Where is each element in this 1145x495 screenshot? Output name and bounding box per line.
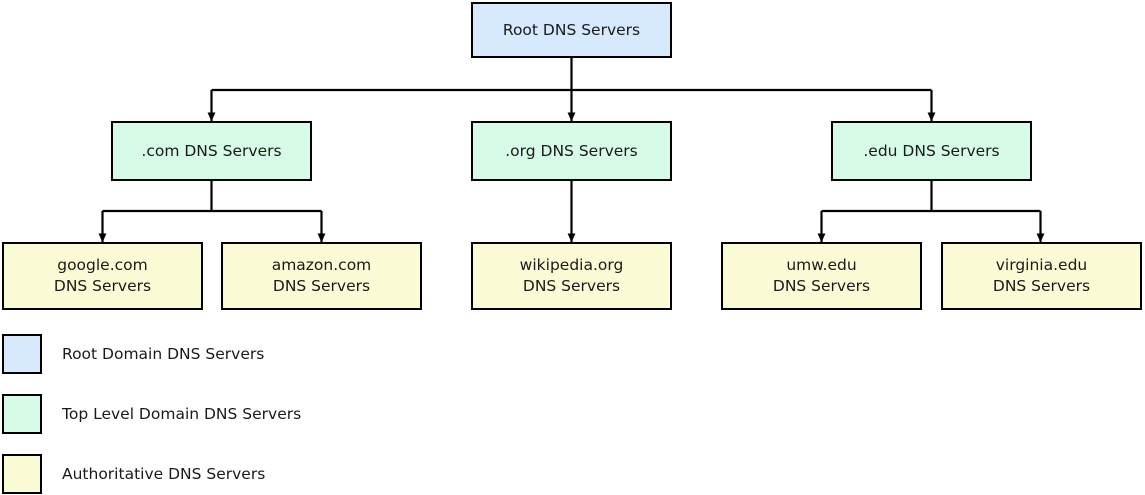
node-wikipedia-org-sublabel: DNS Servers (522, 277, 621, 295)
node-org-label: .org DNS Servers (505, 141, 638, 160)
node-wikipedia-org-dns-servers[interactable]: wikipedia.org DNS Servers (471, 242, 672, 310)
node-amazon-com-name: amazon.com (271, 256, 372, 275)
node-edu-dns-servers[interactable]: .edu DNS Servers (831, 121, 1032, 181)
node-google-com-dns-servers[interactable]: google.com DNS Servers (2, 242, 203, 310)
legend-label-authoritative: Authoritative DNS Servers (62, 465, 266, 483)
node-wikipedia-org-name: wikipedia.org (519, 256, 624, 275)
node-umw-edu-name: umw.edu (786, 256, 857, 275)
node-root-dns-servers[interactable]: Root DNS Servers (471, 2, 672, 58)
node-google-com-sublabel: DNS Servers (53, 277, 152, 295)
node-org-dns-servers[interactable]: .org DNS Servers (471, 121, 672, 181)
legend-label-root: Root Domain DNS Servers (62, 345, 265, 363)
legend-swatch-tld (2, 394, 42, 434)
node-edu-label: .edu DNS Servers (863, 141, 1000, 160)
node-umw-edu-dns-servers[interactable]: umw.edu DNS Servers (721, 242, 922, 310)
node-umw-edu-sublabel: DNS Servers (772, 277, 871, 295)
node-root-label: Root DNS Servers (502, 20, 641, 39)
node-google-com-name: google.com (57, 256, 148, 275)
node-virginia-edu-dns-servers[interactable]: virginia.edu DNS Servers (941, 242, 1142, 310)
node-virginia-edu-sublabel: DNS Servers (992, 277, 1091, 295)
node-com-label: .com DNS Servers (141, 141, 282, 160)
node-com-dns-servers[interactable]: .com DNS Servers (111, 121, 312, 181)
node-amazon-com-dns-servers[interactable]: amazon.com DNS Servers (221, 242, 422, 310)
legend-swatch-authoritative (2, 454, 42, 494)
legend-swatch-root (2, 334, 42, 374)
node-virginia-edu-name: virginia.edu (995, 256, 1088, 275)
legend-label-tld: Top Level Domain DNS Servers (62, 405, 302, 423)
node-amazon-com-sublabel: DNS Servers (272, 277, 371, 295)
